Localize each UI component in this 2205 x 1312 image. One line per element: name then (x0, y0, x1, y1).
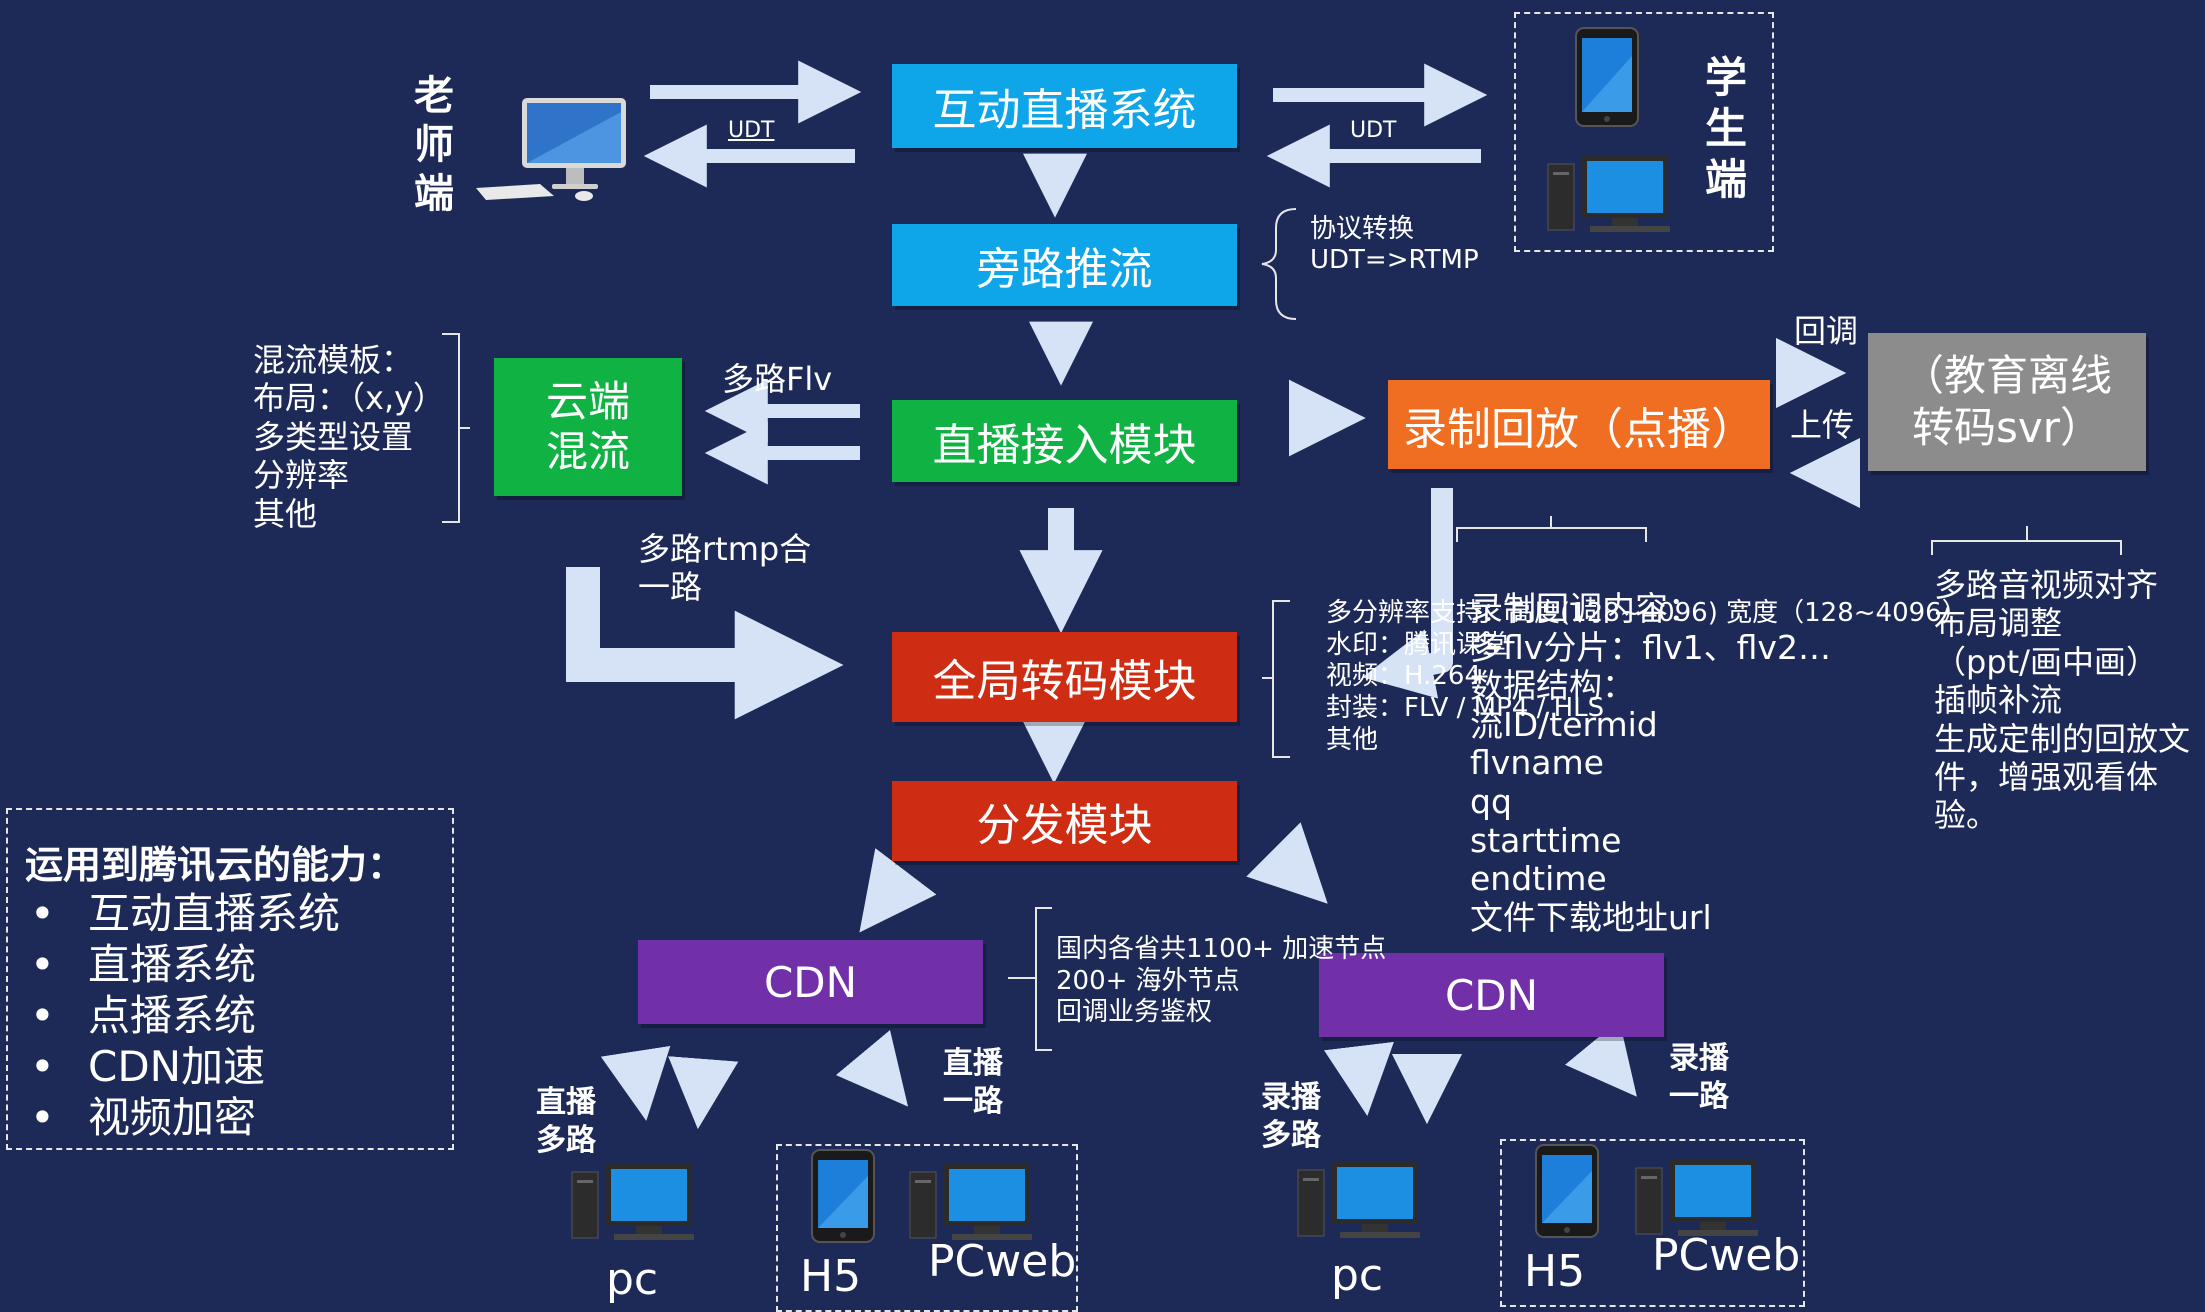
mix-template-bracket (442, 333, 470, 523)
rec-pcweb-icon (1634, 1158, 1764, 1242)
transcode-params-note: 多分辨率支持：高度(128~4096) 宽度（128~4096） 水印：腾讯课堂… (1326, 598, 1968, 755)
capability-item: 点播系统 (8, 990, 448, 1041)
capabilities-list: 互动直播系统 直播系统 点播系统 CDN加速 视频加密 (8, 888, 448, 1143)
student-pc-icon (1546, 154, 1676, 238)
student-label: 学生端 (1704, 53, 1747, 205)
live-pc-icon (570, 1162, 700, 1246)
capabilities-title: 运用到腾讯云的能力： (25, 843, 406, 887)
rec-single-arrow (1564, 1020, 1637, 1097)
live-single-label: 直播 一路 (943, 1046, 1003, 1119)
live-multi-arrow-2 (668, 1056, 739, 1130)
cdn-info-note: 国内各省共1100+ 加速节点 200+ 海外节点 回调业务鉴权 (1056, 934, 1387, 1028)
distribute-to-cdn-left-arrow (859, 848, 937, 933)
mix-template-note: 混流模板： 布局：（x,y） 多类型设置 分辨率 其他 (253, 341, 446, 533)
rec-multi-label: 录播 多路 (1261, 1080, 1321, 1153)
global-transcode-box[interactable]: 全局转码模块 (892, 632, 1237, 722)
live-multi-label: 直播 多路 (536, 1085, 596, 1158)
rec-pc-label: pc (1331, 1250, 1384, 1301)
record-callback-bracket (1456, 516, 1647, 542)
live-pc-label: pc (606, 1254, 659, 1305)
cloudmix-to-transcode-arrow (566, 567, 844, 720)
offline-desc-bracket (1931, 526, 2122, 555)
rec-single-label: 录播 一路 (1669, 1041, 1729, 1114)
live-h5-tablet-icon (810, 1148, 876, 1248)
teacher-computer-icon (470, 92, 630, 208)
protocol-note: 协议转换 UDT=>RTMP (1310, 214, 1479, 276)
record-to-transcode-arrow (1362, 488, 1453, 699)
cdn-left-box[interactable]: CDN (638, 940, 983, 1024)
live-single-arrow (835, 1030, 909, 1107)
capabilities-panel: 运用到腾讯云的能力： 互动直播系统 直播系统 点播系统 CDN加速 视频加密 (6, 808, 454, 1150)
capability-item: 视频加密 (8, 1092, 448, 1143)
rec-pc-icon (1296, 1160, 1426, 1244)
rec-h5-label: H5 (1524, 1246, 1586, 1297)
live-web-group (776, 1144, 1078, 1312)
distribute-box[interactable]: 分发模块 (892, 781, 1237, 861)
cloud-mix-box[interactable]: 云端 混流 (494, 358, 682, 496)
live-pcweb-label: PCweb (928, 1236, 1077, 1287)
bypass-push-box[interactable]: 旁路推流 (892, 224, 1237, 306)
protocol-brace (1261, 208, 1297, 320)
record-playback-box[interactable]: 录制回放（点播） (1388, 380, 1770, 469)
live-multi-arrow-1 (600, 1045, 671, 1121)
offline-desc-note: 多路音视频对齐 布局调整 （ppt/画中画） 插帧补流 生成定制的回放文 件，增… (1934, 566, 2191, 835)
upload-label: 上传 (1790, 406, 1855, 444)
rec-web-group (1500, 1139, 1805, 1307)
live-h5-label: H5 (800, 1251, 862, 1302)
transcode-params-bracket (1262, 600, 1290, 758)
capability-item: 互动直播系统 (8, 888, 448, 939)
capability-item: CDN加速 (8, 1041, 448, 1092)
capability-item: 直播系统 (8, 939, 448, 990)
teacher-label: 老师端 (414, 73, 454, 217)
distribute-to-cdn-right-arrow (1246, 822, 1328, 904)
edu-offline-transcode-box[interactable]: （教育离线 转码svr） (1868, 333, 2146, 471)
multi-rtmp-note: 多路rtmp合 一路 (638, 530, 812, 607)
cdn-info-bracket (1008, 907, 1052, 1051)
student-tablet-icon (1574, 26, 1640, 132)
student-group (1514, 12, 1774, 252)
rec-h5-tablet-icon (1534, 1143, 1600, 1243)
record-callback-note: 录制回调内容： 多flv分片：flv1、flv2… 数据结构： 流ID/term… (1470, 589, 1831, 937)
interactive-live-box[interactable]: 互动直播系统 (892, 64, 1237, 148)
callback-label: 回调 (1794, 312, 1859, 350)
student-udt-label: UDT (1350, 118, 1397, 143)
rec-multi-arrow-1 (1324, 1041, 1394, 1116)
multi-flv-label: 多路Flv (722, 360, 833, 398)
cdn-right-box[interactable]: CDN (1319, 953, 1664, 1037)
teacher-udt-label: UDT (728, 118, 775, 143)
rec-pcweb-label: PCweb (1652, 1230, 1801, 1281)
live-pcweb-icon (908, 1162, 1038, 1246)
live-ingest-box[interactable]: 直播接入模块 (892, 400, 1237, 482)
